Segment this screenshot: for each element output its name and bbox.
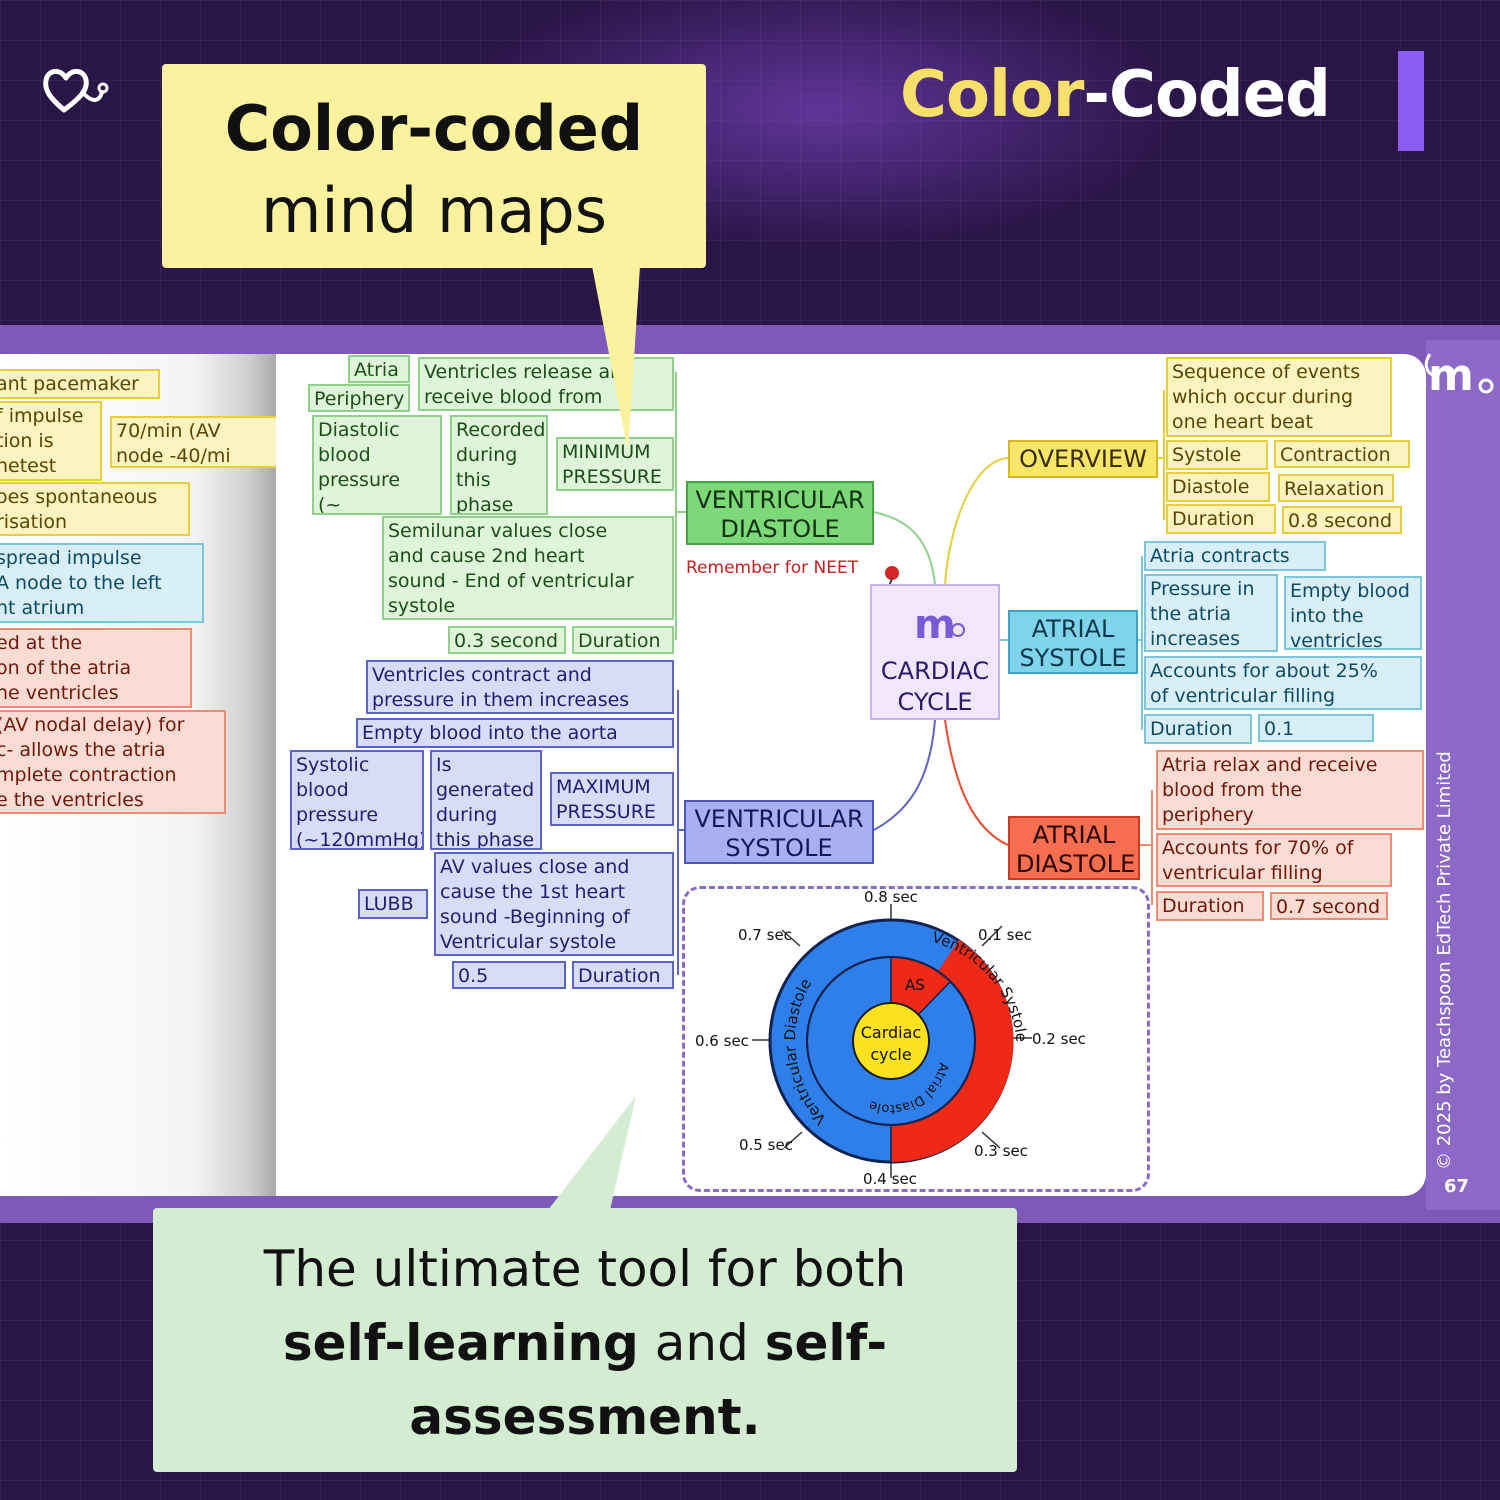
node-av-valves: AV values close and cause the 1st heart …	[434, 852, 674, 956]
node-duration-value: 0.7 second	[1270, 892, 1388, 920]
left-node: spread impulse A node to the left ht atr…	[0, 543, 204, 623]
wheel-center	[852, 1002, 930, 1080]
node-periphery: Periphery	[308, 384, 410, 412]
node-maximum-pressure: MAXIMUM PRESSURE	[550, 772, 674, 826]
node-systolic-bp: Systolic blood pressure (~120mmHg)	[290, 750, 424, 850]
remember-note: Remember for NEET	[686, 558, 859, 578]
node-accounts-25: Accounts for about 25% of ventricular fi…	[1144, 656, 1422, 710]
brand-m-logo-icon: m	[1424, 350, 1494, 401]
node-systole: Systole	[1166, 440, 1268, 470]
left-node: oes spontaneous risation	[0, 482, 190, 536]
node-duration-label: Duration	[572, 626, 674, 654]
node-atria: Atria	[348, 355, 410, 383]
tick-label: 0.2 sec	[1032, 1030, 1086, 1048]
node-diastole: Diastole	[1166, 472, 1270, 502]
ventricular-diastole-header: VENTRICULAR DIASTOLE	[686, 481, 874, 545]
node-semilunar: Semilunar values close and cause 2nd hea…	[382, 516, 674, 620]
wheel-center-label: cycle	[870, 1045, 911, 1064]
as-label: AS	[905, 976, 925, 994]
tick-label: 0.3 sec	[974, 1142, 1028, 1160]
tick-label: 0.7 sec	[738, 926, 792, 944]
svg-text:m: m	[914, 602, 956, 648]
accent-bar	[1398, 51, 1424, 151]
node-empty-ventricles: Empty blood into the ventricles	[1284, 576, 1422, 650]
node-duration-value: 0.3 second	[448, 626, 566, 654]
node-empty-aorta: Empty blood into the aorta	[356, 718, 674, 748]
page-edge-strip	[1426, 340, 1500, 1210]
cardiac-cycle-center: m CARDIAC CYCLE	[870, 584, 1000, 720]
callout-heading: Color-coded	[224, 92, 644, 165]
node-duration-label: Duration	[1144, 714, 1252, 744]
left-page: ant pacemaker f impulse tion is hetest 7…	[0, 354, 276, 1196]
node-ventricles-contract: Ventricles contract and pressure in them…	[366, 660, 674, 714]
node-relaxation: Relaxation	[1278, 474, 1394, 502]
node-duration-value: 0.1 second	[1258, 714, 1374, 742]
left-node: f impulse tion is hetest	[0, 401, 102, 481]
node-diastolic-bp: Diastolic blood pressure (~ 80mmHg)	[312, 415, 442, 515]
brand-m-icon: m	[914, 602, 965, 648]
node-duration-label: Duration	[572, 961, 674, 989]
node-duration-label: Duration	[1156, 891, 1264, 921]
wheel-center-label: Cardiac	[861, 1023, 921, 1042]
node-sequence: Sequence of events which occur during on…	[1166, 357, 1392, 437]
callout-line: assessment.	[409, 1388, 761, 1446]
node-recorded-phase: Recorded during this phase	[450, 415, 548, 515]
node-atria-contracts: Atria contracts	[1144, 541, 1326, 571]
left-node: (AV nodal delay) for c- allows the atria…	[0, 710, 226, 814]
node-generated-phase: Is generated during this phase	[430, 750, 542, 850]
node-contraction: Contraction	[1274, 440, 1410, 468]
cardiac-cycle-wheel: Cardiac cycle AS Ventricular Systole Ven…	[695, 888, 1086, 1188]
left-node: ed at the on of the atria he ventricles	[0, 628, 192, 708]
node-duration-value: 0.8 second	[1282, 506, 1402, 534]
callout-color-coded: Color-coded mind maps	[162, 64, 706, 268]
node-duration-label: Duration	[1166, 504, 1276, 534]
heart-stethoscope-logo-icon	[43, 69, 109, 113]
tick-label: 0.8 sec	[864, 888, 918, 906]
tick-label: 0.1 sec	[978, 926, 1032, 944]
atrial-systole-header: ATRIAL SYSTOLE	[1008, 610, 1138, 674]
left-node: ant pacemaker	[0, 369, 160, 399]
page-number: 67	[1444, 1176, 1470, 1197]
ventricular-systole-header: VENTRICULAR SYSTOLE	[684, 800, 874, 864]
tick-label: 0.5 sec	[739, 1136, 793, 1154]
callout-ultimate-tool: The ultimate tool for both self-learning…	[153, 1208, 1017, 1472]
callout-line: self-learning and self-	[282, 1314, 888, 1372]
tick-label: 0.4 sec	[863, 1170, 917, 1188]
callout-subheading: mind maps	[260, 174, 608, 247]
left-node: 70/min (AV node -40/mi	[110, 416, 276, 468]
cardiac-cycle-wheel-frame	[682, 886, 1150, 1192]
overview-header: OVERVIEW	[1008, 440, 1158, 478]
node-lubb: LUBB	[358, 889, 428, 919]
node-duration-value: 0.5 second	[452, 961, 566, 989]
brand-title: Color-Coded	[900, 58, 1331, 132]
callout-line: The ultimate tool for both	[263, 1240, 907, 1298]
node-atria-relax: Atria relax and receive blood from the p…	[1156, 750, 1424, 830]
node-pressure-atria: Pressure in the atria increases	[1144, 574, 1278, 652]
center-label: CARDIAC CYCLE	[880, 657, 990, 716]
node-accounts-70: Accounts for 70% of ventricular filling	[1156, 833, 1392, 887]
node-minimum-pressure: MINIMUM PRESSURE	[556, 437, 674, 491]
atrial-diastole-header: ATRIAL DIASTOLE	[1008, 816, 1140, 880]
tick-label: 0.6 sec	[695, 1032, 749, 1050]
